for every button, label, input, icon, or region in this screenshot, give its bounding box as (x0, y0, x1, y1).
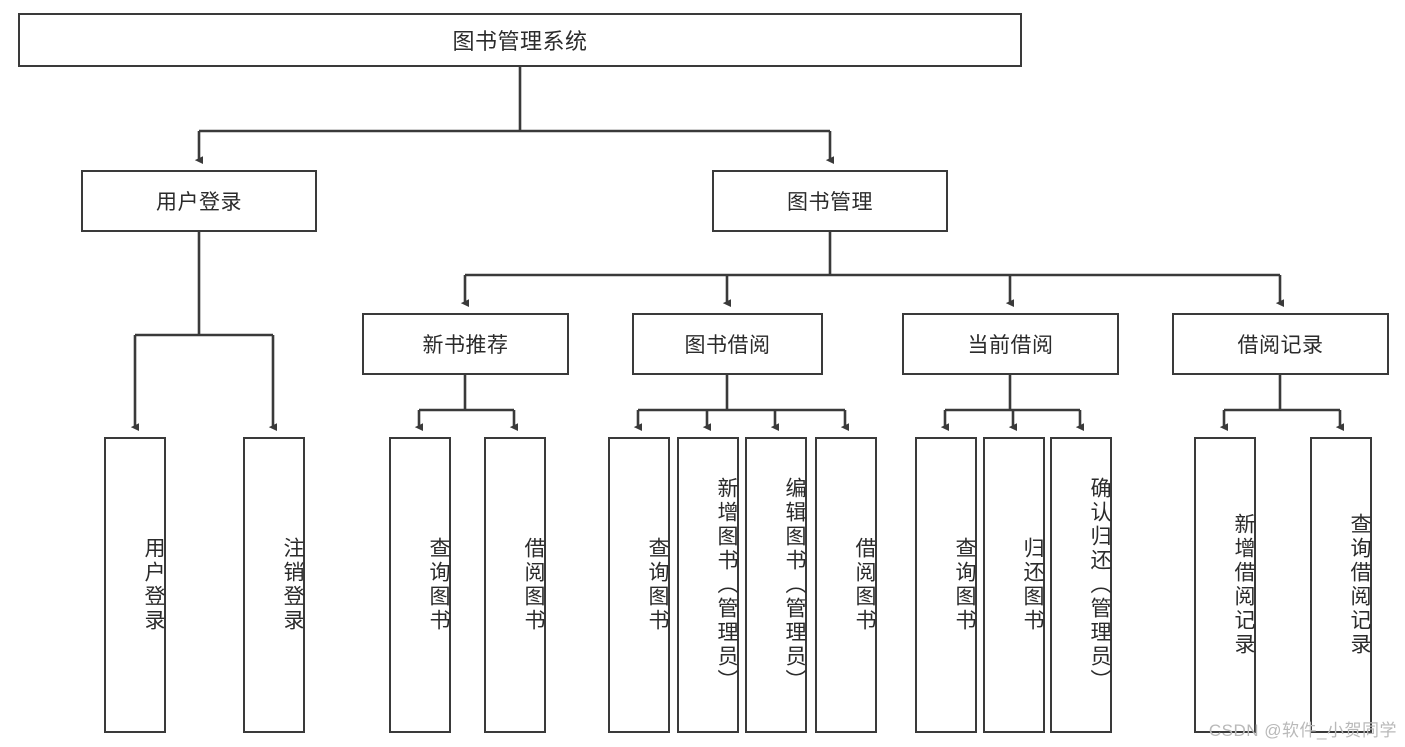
node-borrow-record[interactable]: 借阅记录 (1172, 313, 1389, 375)
node-user-login[interactable]: 用户登录 (81, 170, 317, 232)
node-label: 新增图书（管理员） (715, 477, 738, 693)
node-label: 查询图书 (646, 537, 669, 633)
node-label: 新增借阅记录 (1232, 513, 1255, 657)
node-label: 借阅图书 (522, 537, 545, 633)
csdn-watermark: CSDN @软件_小贺同学 (1208, 721, 1397, 740)
node-label: 查询图书 (427, 537, 450, 633)
node-label: 图书借阅 (684, 334, 771, 357)
node-leaf-logout[interactable]: 注销登录 (243, 437, 305, 733)
node-current-borrow[interactable]: 当前借阅 (902, 313, 1119, 375)
node-label: 用户登录 (142, 537, 165, 633)
node-label: 查询图书 (953, 537, 976, 633)
node-label: 确认归还（管理员） (1088, 477, 1111, 693)
node-leaf-return-book[interactable]: 归还图书 (983, 437, 1045, 733)
node-label: 编辑图书（管理员） (783, 477, 806, 693)
node-root-book-management-system[interactable]: 图书管理系统 (18, 13, 1022, 67)
node-leaf-borrow-book[interactable]: 借阅图书 (815, 437, 877, 733)
node-leaf-borrow-book-new[interactable]: 借阅图书 (484, 437, 546, 733)
node-leaf-user-login[interactable]: 用户登录 (104, 437, 166, 733)
node-book-borrow[interactable]: 图书借阅 (632, 313, 823, 375)
node-label: 查询借阅记录 (1348, 513, 1371, 657)
node-book-management[interactable]: 图书管理 (712, 170, 948, 232)
node-leaf-confirm-return-admin[interactable]: 确认归还（管理员） (1050, 437, 1112, 733)
node-leaf-query-borrow-record[interactable]: 查询借阅记录 (1310, 437, 1372, 733)
node-label: 用户登录 (156, 191, 242, 214)
node-leaf-add-borrow-record[interactable]: 新增借阅记录 (1194, 437, 1256, 733)
node-label: 当前借阅 (967, 334, 1054, 357)
node-label: 图书管理系统 (452, 29, 588, 54)
node-label: 借阅图书 (853, 537, 876, 633)
node-label: 注销登录 (281, 537, 304, 633)
node-label: 借阅记录 (1237, 334, 1324, 357)
node-leaf-query-book-new[interactable]: 查询图书 (389, 437, 451, 733)
node-leaf-query-book-current[interactable]: 查询图书 (915, 437, 977, 733)
node-label: 归还图书 (1021, 537, 1044, 633)
node-leaf-add-book-admin[interactable]: 新增图书（管理员） (677, 437, 739, 733)
node-label: 新书推荐 (422, 334, 509, 357)
node-leaf-edit-book-admin[interactable]: 编辑图书（管理员） (745, 437, 807, 733)
node-new-book-recommend[interactable]: 新书推荐 (362, 313, 569, 375)
node-label: 图书管理 (787, 191, 873, 214)
node-leaf-query-book-borrow[interactable]: 查询图书 (608, 437, 670, 733)
